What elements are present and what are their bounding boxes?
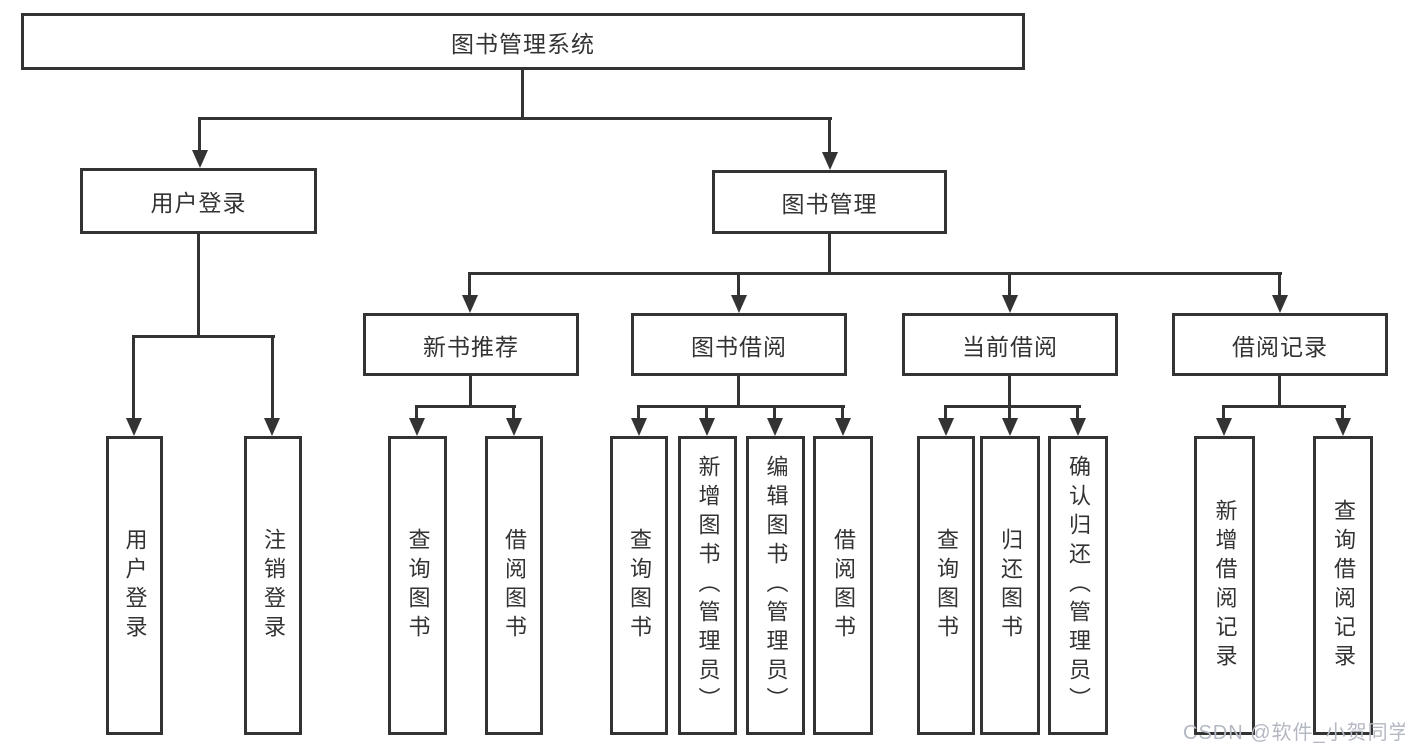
arrowhead-down-icon [731, 295, 747, 313]
connector-segment [415, 405, 516, 408]
connector-segment [944, 405, 947, 420]
connector-segment [637, 405, 845, 408]
connector-segment [512, 405, 515, 420]
arrowhead-down-icon [506, 418, 522, 436]
connector-segment [737, 376, 740, 407]
connector-segment [197, 233, 200, 338]
leaf-borrow-books-2: 借阅图书 [813, 436, 873, 735]
connector-segment [1008, 272, 1011, 297]
connector-segment [468, 272, 471, 297]
node-user-login: 用户登录 [80, 168, 317, 234]
arrowhead-down-icon [822, 152, 838, 170]
arrowhead-down-icon [462, 295, 478, 313]
leaf-query-books-1: 查询图书 [388, 436, 447, 735]
connector-segment [132, 335, 135, 420]
arrowhead-down-icon [699, 418, 715, 436]
connector-segment [468, 272, 1282, 275]
node-borrowing-records: 借阅记录 [1172, 313, 1388, 376]
arrowhead-down-icon [1070, 418, 1086, 436]
connector-segment [1008, 376, 1011, 407]
connector-segment [1278, 376, 1281, 407]
arrowhead-down-icon [1002, 418, 1018, 436]
leaf-query-books-3: 查询图书 [917, 436, 975, 735]
connector-segment [415, 405, 418, 420]
arrowhead-down-icon [1272, 295, 1288, 313]
node-new-book-recommendation: 新书推荐 [363, 313, 579, 376]
node-book-borrowing: 图书借阅 [631, 313, 847, 376]
connector-segment [469, 376, 472, 407]
leaf-edit-book-admin: 编辑图书（管理员） [746, 436, 805, 735]
arrowhead-down-icon [1002, 295, 1018, 313]
leaf-add-borrow-record: 新增借阅记录 [1194, 436, 1255, 735]
connector-segment [132, 335, 275, 338]
leaf-confirm-return-admin: 确认归还（管理员） [1048, 436, 1108, 735]
arrowhead-down-icon [938, 418, 954, 436]
connector-segment [1008, 405, 1011, 420]
connector-segment [198, 117, 201, 152]
connector-segment [773, 405, 776, 420]
connector-segment [271, 335, 274, 420]
arrowhead-down-icon [264, 418, 280, 436]
leaf-query-books-2: 查询图书 [610, 436, 668, 735]
csdn-watermark: CSDN @软件_小贺同学 [1183, 722, 1405, 744]
leaf-logout: 注销登录 [244, 436, 302, 735]
leaf-borrow-books-1: 借阅图书 [485, 436, 543, 735]
arrowhead-down-icon [1216, 418, 1232, 436]
leaf-query-borrow-record: 查询借阅记录 [1313, 436, 1373, 735]
connector-segment [841, 405, 844, 420]
leaf-add-book-admin: 新增图书（管理员） [678, 436, 737, 735]
arrowhead-down-icon [126, 418, 142, 436]
connector-segment [828, 117, 831, 154]
connector-segment [1076, 405, 1079, 420]
arrowhead-down-icon [192, 150, 208, 168]
connector-segment [521, 69, 524, 119]
connector-segment [1278, 272, 1281, 297]
connector-segment [1341, 405, 1344, 420]
connector-segment [637, 405, 640, 420]
connector-segment [828, 233, 831, 274]
arrowhead-down-icon [767, 418, 783, 436]
node-current-borrowing: 当前借阅 [902, 313, 1118, 376]
node-book-management: 图书管理 [712, 170, 947, 234]
connector-segment [705, 405, 708, 420]
connector-segment [1222, 405, 1346, 408]
leaf-user-login: 用户登录 [106, 436, 163, 735]
leaf-return-books: 归还图书 [980, 436, 1040, 735]
node-library-management-system: 图书管理系统 [21, 13, 1025, 70]
connector-segment [198, 117, 832, 120]
arrowhead-down-icon [409, 418, 425, 436]
arrowhead-down-icon [631, 418, 647, 436]
connector-segment [944, 405, 1081, 408]
connector-segment [1222, 405, 1225, 420]
arrowhead-down-icon [835, 418, 851, 436]
connector-segment [737, 272, 740, 297]
arrowhead-down-icon [1335, 418, 1351, 436]
